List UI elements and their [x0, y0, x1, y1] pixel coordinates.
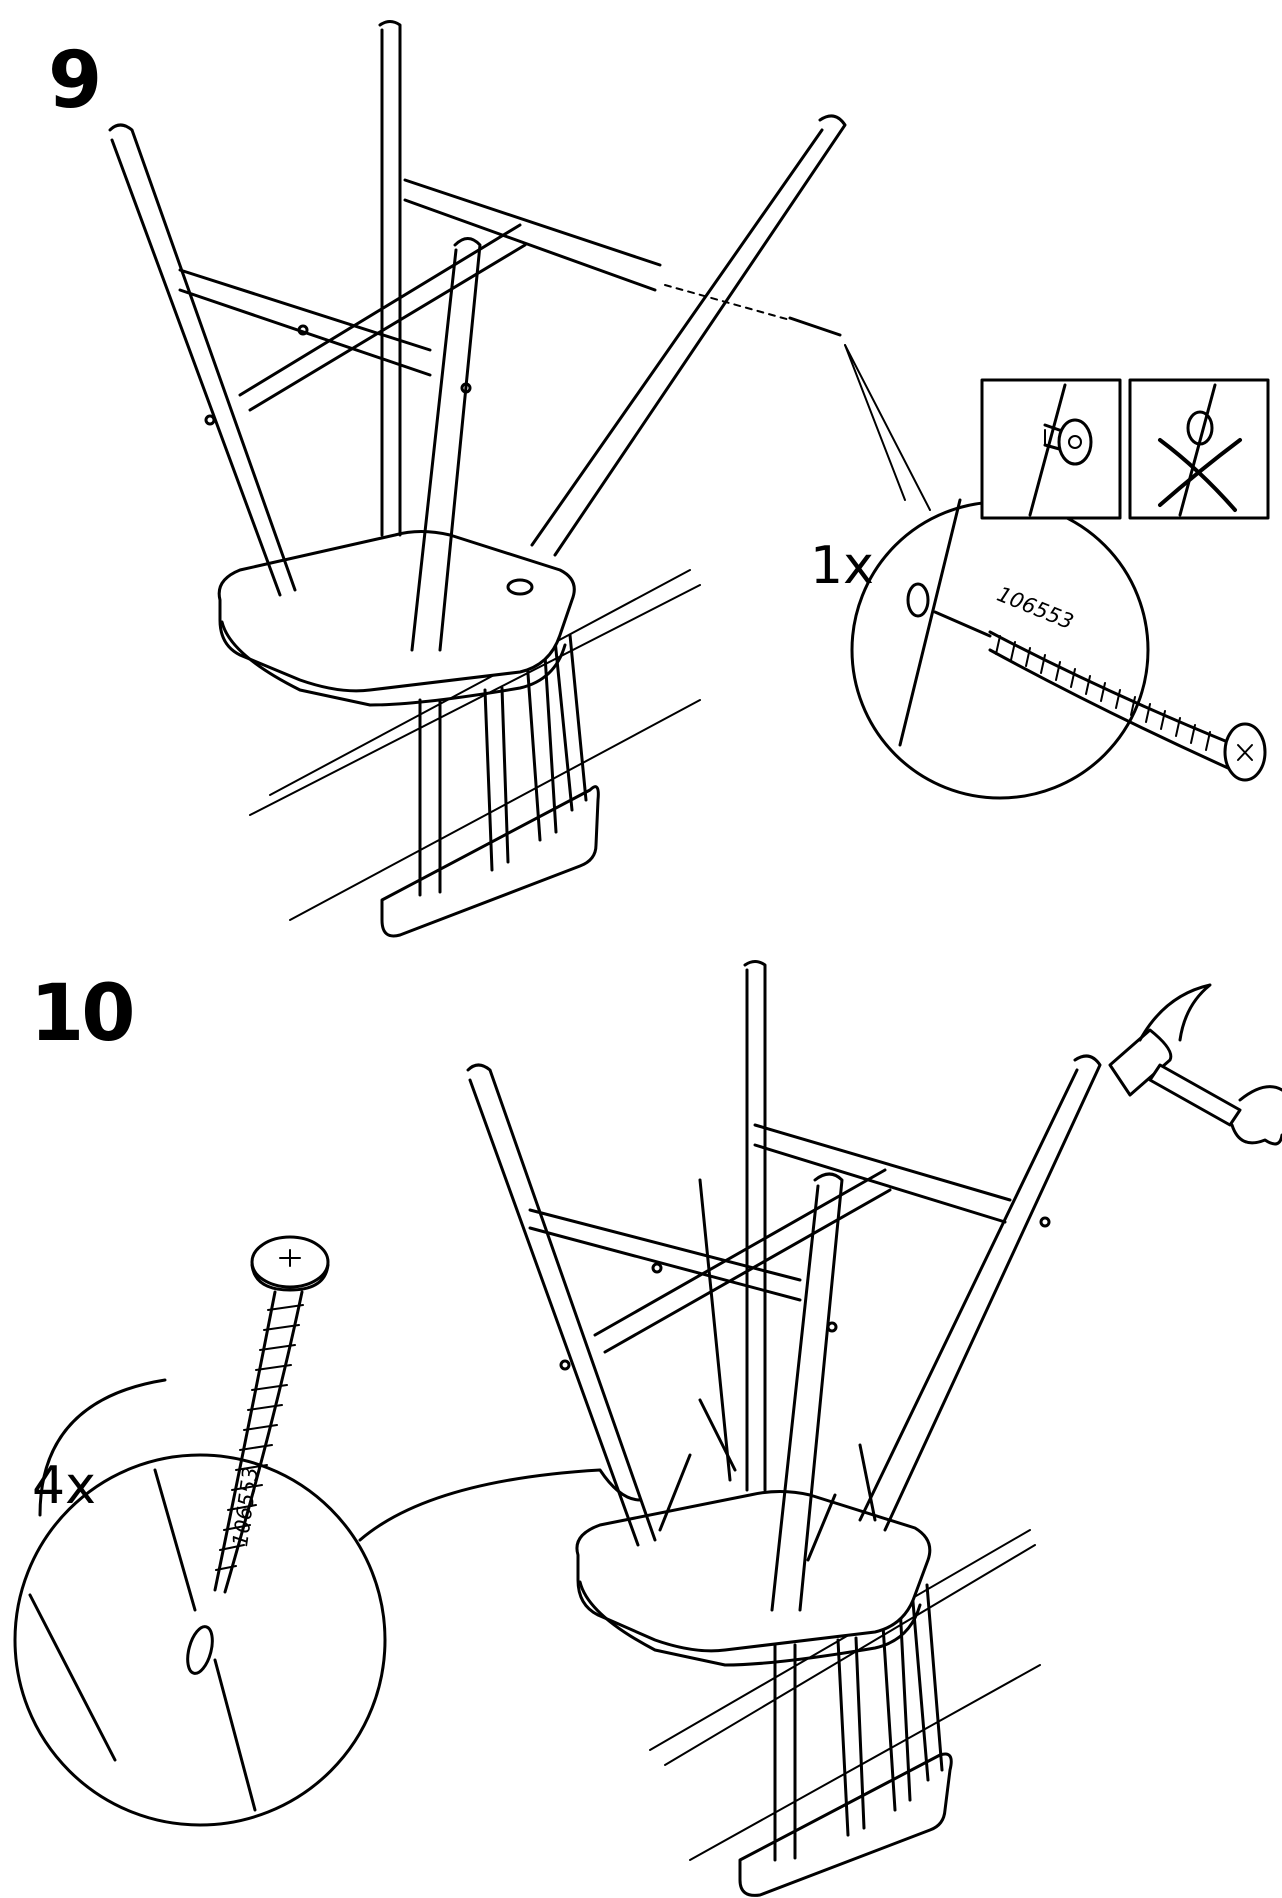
- screw-wrong-cross-icon: [1158, 438, 1242, 512]
- step-9-quantity: 1x: [810, 536, 874, 596]
- step-10-quantity: 4x: [32, 1456, 96, 1516]
- detail-circle-step-10: [13, 1235, 642, 1827]
- correct-box: [980, 378, 1122, 520]
- wrong-box: [1128, 378, 1270, 520]
- hammer-icon: [1108, 983, 1282, 1146]
- screw-106553-icon: [213, 1235, 330, 1594]
- table-edge: [249, 569, 701, 921]
- step-9-number: 9: [48, 36, 102, 126]
- stool-step-10: [466, 960, 1102, 1897]
- step-10-number: 10: [30, 969, 136, 1059]
- table-edge: [649, 1529, 1041, 1861]
- stool-step-9: [108, 20, 931, 938]
- detail-circle-step-9: [850, 498, 1267, 800]
- screw-106553-icon: [933, 610, 1267, 782]
